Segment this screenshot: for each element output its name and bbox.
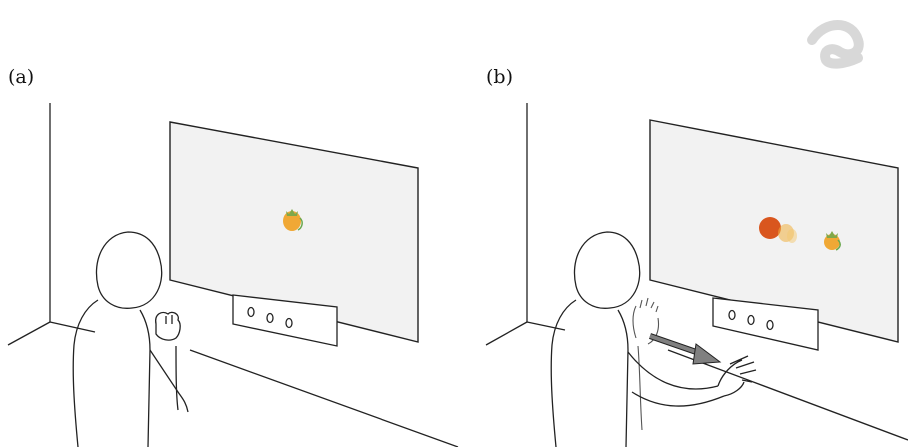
watermark-logo-icon — [812, 25, 859, 64]
floor-line-left — [486, 322, 527, 345]
floor-line-back — [50, 322, 95, 332]
fruit-icon — [824, 231, 840, 250]
floor-line-back — [527, 322, 565, 330]
swipe-arrow-icon — [650, 336, 720, 364]
floor-line-right — [190, 350, 458, 447]
panel-a — [8, 103, 458, 447]
floor-line-left — [8, 322, 50, 345]
panel-b — [486, 103, 908, 447]
